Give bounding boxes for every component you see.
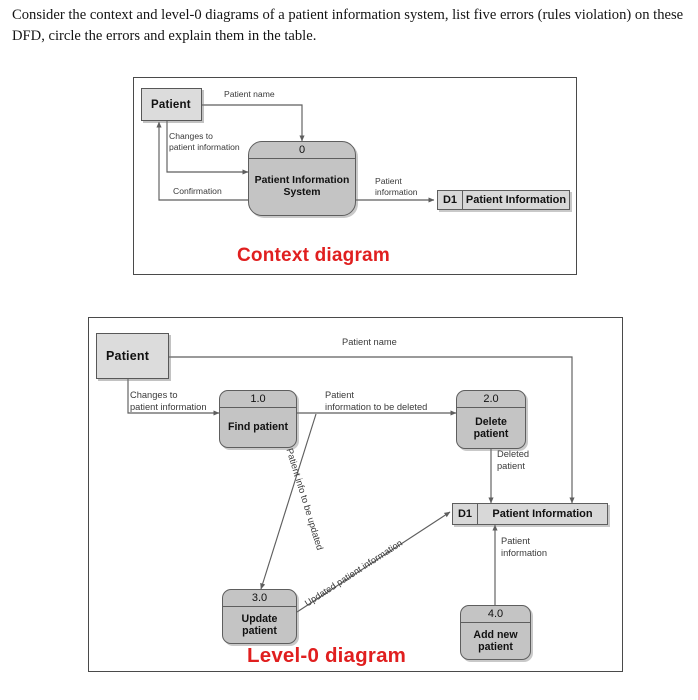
level0-datastore-d1-code: D1 xyxy=(453,504,478,524)
level0-process-3-number: 3.0 xyxy=(223,590,296,607)
context-entity-patient[interactable]: Patient xyxy=(141,88,202,121)
level0-entity-patient[interactable]: Patient xyxy=(96,333,169,379)
level0-process-4-name: Add new patient xyxy=(473,628,518,654)
level0-datastore-d1[interactable]: D1 Patient Information xyxy=(452,503,608,525)
question-text: Consider the context and level-0 diagram… xyxy=(12,7,684,44)
level0-process-2-name: Delete patient xyxy=(473,415,509,441)
level0-process-4-number: 4.0 xyxy=(461,606,530,623)
level0-process-4[interactable]: 4.0 Add new patient xyxy=(460,605,531,660)
context-process-0-number: 0 xyxy=(249,142,355,159)
context-flow-label-changes: Changes to patient information xyxy=(169,131,240,152)
level0-process-1-name: Find patient xyxy=(227,421,289,434)
level0-process-3[interactable]: 3.0 Update patient xyxy=(222,589,297,644)
level0-flow-label-patient-name: Patient name xyxy=(342,337,397,347)
context-datastore-d1[interactable]: D1 Patient Information xyxy=(437,190,570,210)
level0-process-3-name: Update patient xyxy=(241,612,278,638)
context-entity-patient-label: Patient xyxy=(151,98,191,111)
context-datastore-d1-name: Patient Information xyxy=(465,194,567,206)
level0-diagram-caption: Level-0 diagram xyxy=(247,644,407,667)
level0-flow-label-add-patient-information: Patient information xyxy=(501,536,547,558)
level0-process-1[interactable]: 1.0 Find patient xyxy=(219,390,297,448)
context-flow-label-confirmation: Confirmation xyxy=(173,186,222,196)
context-process-0[interactable]: 0 Patient Information System xyxy=(248,141,356,216)
level0-flow-label-changes: Changes to patient information xyxy=(130,390,207,412)
level0-datastore-d1-name: Patient Information xyxy=(492,508,593,520)
context-flow-label-patient-name: Patient name xyxy=(224,89,275,99)
level0-flow-label-deleted-patient: Deleted patient xyxy=(497,449,530,471)
level0-flow-label-to-be-deleted: Patient information to be deleted xyxy=(325,390,428,412)
level0-process-2[interactable]: 2.0 Delete patient xyxy=(456,390,526,449)
context-flow-label-patient-information: Patient information xyxy=(375,176,418,197)
context-datastore-d1-code: D1 xyxy=(438,191,463,209)
context-diagram-caption: Context diagram xyxy=(237,245,390,266)
level0-process-2-number: 2.0 xyxy=(457,391,525,408)
level0-process-1-number: 1.0 xyxy=(220,391,296,408)
context-process-0-name: Patient Information System xyxy=(254,174,350,198)
level0-entity-patient-label: Patient xyxy=(106,349,150,363)
